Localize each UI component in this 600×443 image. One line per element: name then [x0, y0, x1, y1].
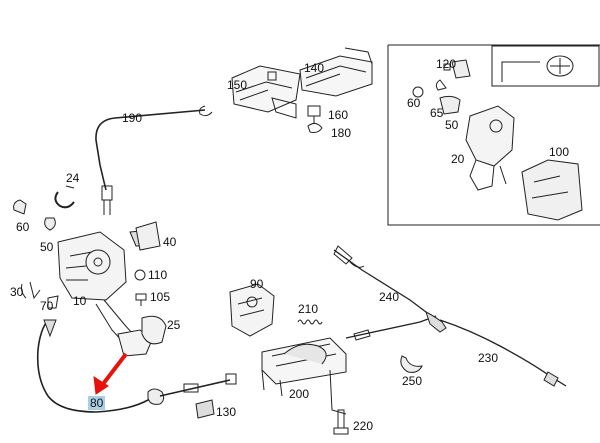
label-24: 24 — [66, 171, 80, 185]
label-190: 190 — [122, 111, 143, 125]
label-120: 120 — [436, 57, 457, 71]
label-60-inset: 60 — [407, 96, 421, 110]
label-140: 140 — [304, 61, 325, 75]
label-50-inset: 50 — [445, 118, 459, 132]
label-210: 210 — [298, 302, 319, 316]
label-110: 110 — [148, 268, 168, 282]
label-180: 180 — [331, 126, 352, 140]
cable-190 — [95, 109, 206, 191]
label-240: 240 — [379, 290, 400, 304]
label-150: 150 — [227, 78, 248, 92]
label-40: 40 — [163, 235, 177, 249]
steering-symbol-box — [491, 45, 600, 87]
label-130: 130 — [216, 405, 237, 419]
label-200: 200 — [289, 387, 310, 401]
cable-240 — [333, 249, 427, 313]
label-65: 65 — [430, 106, 444, 120]
label-105: 105 — [150, 290, 171, 304]
label-100: 100 — [549, 145, 570, 159]
cable-230 — [439, 319, 567, 387]
label-90: 90 — [250, 277, 264, 291]
inset-frame — [387, 44, 600, 226]
red-arrow — [93, 352, 128, 395]
part-90 — [229, 283, 275, 337]
label-250: 250 — [402, 374, 423, 388]
inset-parts — [412, 59, 583, 221]
label-220: 220 — [353, 419, 374, 433]
label-230: 230 — [478, 351, 499, 365]
part-150 — [231, 65, 301, 119]
part-140 — [299, 47, 373, 97]
cable-80 — [36, 319, 161, 413]
part-200 — [261, 337, 347, 415]
label-10: 10 — [73, 294, 87, 308]
label-160: 160 — [328, 108, 349, 122]
label-30: 30 — [10, 285, 24, 299]
label-70: 70 — [40, 299, 54, 313]
label-60-left: 60 — [16, 220, 30, 234]
label-80-highlighted: 80 — [88, 396, 106, 410]
label-20: 20 — [451, 152, 465, 166]
label-25: 25 — [167, 318, 181, 332]
label-50-left: 50 — [40, 240, 54, 254]
